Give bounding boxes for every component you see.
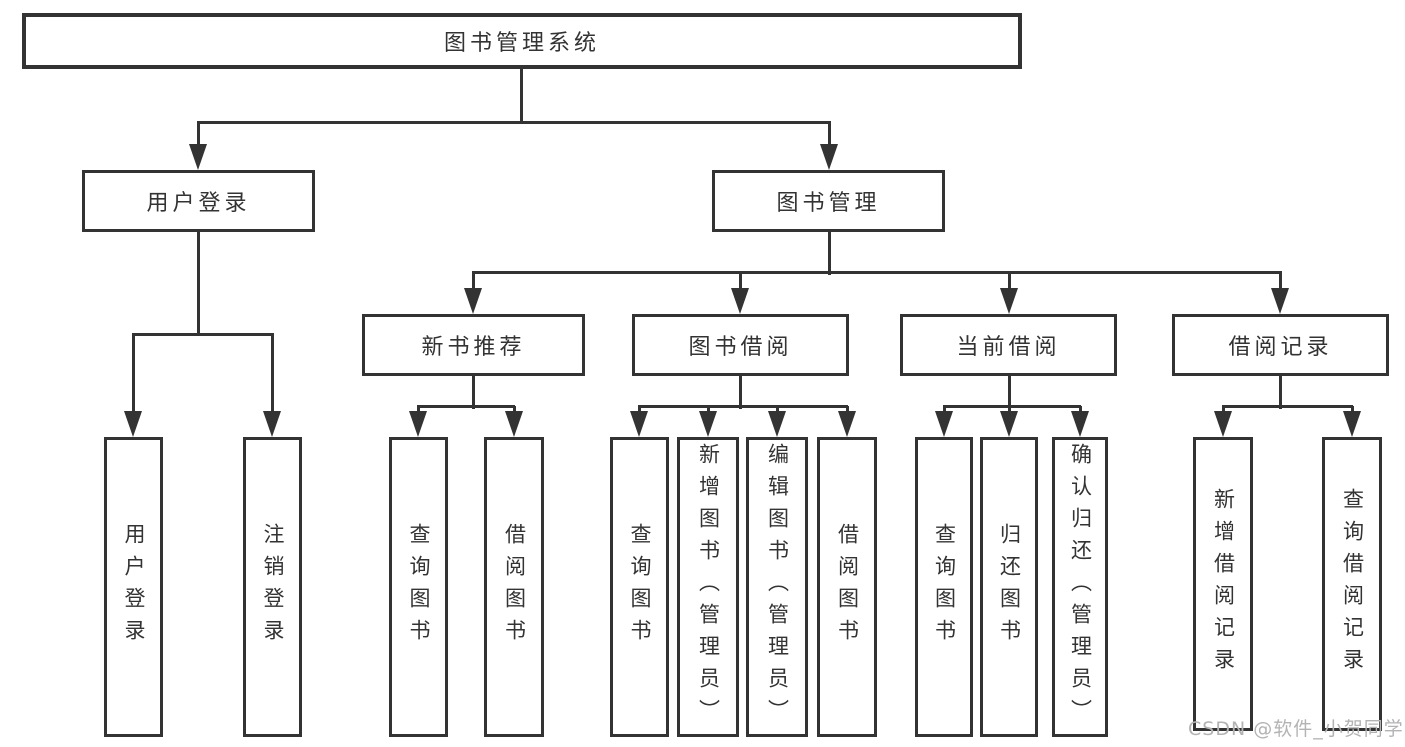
connector-line xyxy=(1008,376,1011,409)
leaf-label: 归还图书 xyxy=(997,523,1022,651)
leaf-query-borrow-record: 查询借阅记录 xyxy=(1322,437,1382,731)
connector-line xyxy=(271,334,274,413)
node-current-borrow: 当前借阅 xyxy=(900,314,1117,376)
leaf-label: 查询图书 xyxy=(628,523,652,651)
watermark: CSDN @软件_小贺同学 xyxy=(1188,718,1404,740)
arrowhead-down-icon xyxy=(409,411,427,437)
connector-line xyxy=(197,121,831,124)
node-new-book-recommend: 新书推荐 xyxy=(362,314,585,376)
connector-line xyxy=(1079,406,1082,413)
leaf-label: 查询借阅记录 xyxy=(1340,488,1365,680)
leaf-label: 注销登录 xyxy=(261,523,285,651)
leaf-label: 借阅图书 xyxy=(502,523,527,651)
leaf-query-book-recommend: 查询图书 xyxy=(389,437,448,737)
node-label: 当前借阅 xyxy=(956,335,1061,360)
leaf-label: 确认归还（管理员） xyxy=(1068,443,1093,731)
arrowhead-down-icon xyxy=(1000,411,1018,437)
node-root-system: 图书管理系统 xyxy=(22,13,1022,69)
leaf-label: 新增图书（管理员） xyxy=(696,443,721,731)
connector-line xyxy=(472,272,475,290)
node-book-management: 图书管理 xyxy=(712,170,945,232)
leaf-return-book: 归还图书 xyxy=(980,437,1038,737)
connector-line xyxy=(1279,376,1282,409)
arrowhead-down-icon xyxy=(1071,411,1089,437)
node-label: 图书管理 xyxy=(776,191,881,216)
leaf-query-book-borrow: 查询图书 xyxy=(610,437,669,737)
leaf-borrow-book: 借阅图书 xyxy=(817,437,877,737)
leaf-add-book-admin: 新增图书（管理员） xyxy=(677,437,739,737)
connector-line xyxy=(776,406,779,413)
connector-line xyxy=(1222,406,1225,413)
leaf-query-book-current: 查询图书 xyxy=(915,437,973,737)
connector-line xyxy=(739,272,742,290)
connector-line xyxy=(1351,406,1354,413)
arrowhead-down-icon xyxy=(1271,288,1289,314)
arrowhead-down-icon xyxy=(731,288,749,314)
connector-line xyxy=(197,232,200,336)
connector-line xyxy=(739,376,742,409)
node-label: 用户登录 xyxy=(146,191,251,216)
node-borrow-record: 借阅记录 xyxy=(1172,314,1389,376)
connector-line xyxy=(417,405,515,408)
connector-line xyxy=(943,405,1081,408)
leaf-label: 借阅图书 xyxy=(835,523,860,651)
arrowhead-down-icon xyxy=(189,144,207,170)
leaf-add-borrow-record: 新增借阅记录 xyxy=(1193,437,1253,731)
arrowhead-down-icon xyxy=(124,411,142,437)
connector-line xyxy=(828,122,831,146)
connector-line xyxy=(707,406,710,413)
leaf-label: 新增借阅记录 xyxy=(1211,488,1236,680)
connector-line xyxy=(943,406,946,413)
connector-line xyxy=(638,406,641,413)
leaf-edit-book-admin: 编辑图书（管理员） xyxy=(746,437,808,737)
connector-line xyxy=(1279,272,1282,290)
leaf-logout: 注销登录 xyxy=(243,437,302,737)
arrowhead-down-icon xyxy=(630,411,648,437)
connector-line xyxy=(846,406,849,413)
node-label: 图书管理系统 xyxy=(443,31,600,56)
connector-line xyxy=(1008,272,1011,290)
leaf-label: 用户登录 xyxy=(122,523,146,651)
connector-line xyxy=(417,406,420,413)
arrowhead-down-icon xyxy=(505,411,523,437)
connector-line xyxy=(132,333,274,336)
arrowhead-down-icon xyxy=(1343,411,1361,437)
leaf-borrow-book-recommend: 借阅图书 xyxy=(484,437,544,737)
connector-line xyxy=(1008,406,1011,413)
leaf-user-login: 用户登录 xyxy=(104,437,163,737)
connector-line xyxy=(513,406,516,413)
arrowhead-down-icon xyxy=(838,411,856,437)
node-label: 图书借阅 xyxy=(688,335,793,360)
leaf-confirm-return-admin: 确认归还（管理员） xyxy=(1052,437,1108,737)
leaf-label: 查询图书 xyxy=(407,523,431,651)
connector-line xyxy=(828,232,831,275)
arrowhead-down-icon xyxy=(464,288,482,314)
connector-line xyxy=(132,334,135,413)
node-book-borrow: 图书借阅 xyxy=(632,314,849,376)
arrowhead-down-icon xyxy=(768,411,786,437)
connector-line xyxy=(520,69,523,124)
connector-line xyxy=(197,122,200,146)
node-user-login: 用户登录 xyxy=(82,170,315,232)
connector-line xyxy=(472,376,475,409)
arrowhead-down-icon xyxy=(1214,411,1232,437)
leaf-label: 编辑图书（管理员） xyxy=(765,443,790,731)
arrowhead-down-icon xyxy=(935,411,953,437)
connector-line xyxy=(472,271,1282,274)
connector-line xyxy=(1222,405,1353,408)
arrowhead-down-icon xyxy=(263,411,281,437)
node-label: 借阅记录 xyxy=(1228,335,1333,360)
node-label: 新书推荐 xyxy=(421,335,526,360)
arrowhead-down-icon xyxy=(820,144,838,170)
leaf-label: 查询图书 xyxy=(932,523,957,651)
arrowhead-down-icon xyxy=(1000,288,1018,314)
connector-line xyxy=(638,405,848,408)
arrowhead-down-icon xyxy=(699,411,717,437)
